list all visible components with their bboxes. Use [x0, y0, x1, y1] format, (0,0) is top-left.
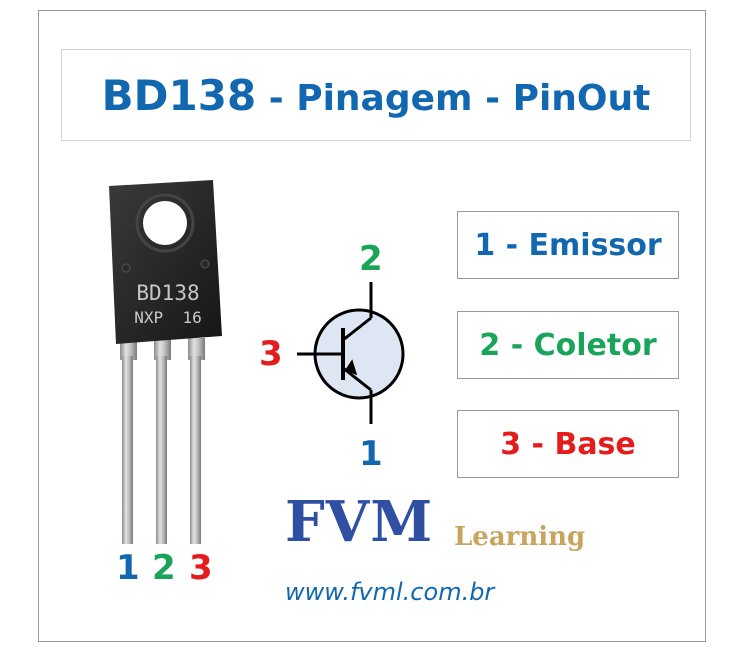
emitter-arrow: [344, 359, 358, 376]
transistor-symbol: [297, 282, 405, 424]
leg-2: [156, 356, 167, 544]
title-pinagem: Pinagem: [296, 77, 473, 119]
leg-1-shoulder: [120, 338, 137, 360]
leg-label-3: 3: [189, 548, 213, 588]
title-part-number: BD138: [101, 70, 257, 120]
leg-2-shoulder: [154, 338, 171, 360]
symbol-label-emitter: 1: [359, 434, 383, 474]
leg-label-2: 2: [152, 548, 176, 588]
symbol-label-base: 3: [259, 334, 283, 374]
website-url[interactable]: www.fvml.com.br: [285, 578, 495, 606]
collector-diagonal: [342, 316, 372, 342]
transistor-photo: BD138 NXP 16: [109, 180, 222, 544]
page-title: BD138 - Pinagem - PinOut: [102, 71, 651, 120]
brand-logo: FVM: [285, 489, 434, 555]
brand-tagline: Learning: [454, 522, 586, 552]
title-separator: -: [256, 77, 297, 119]
mounting-hole: [143, 201, 187, 245]
pin-legend-emitter-label: 1 - Emissor: [474, 227, 662, 263]
marking-part-number: BD138: [136, 281, 199, 305]
pin-legend-emitter: 1 - Emissor: [457, 211, 679, 279]
marking-manufacturer: NXP 16: [134, 308, 201, 327]
title-box: BD138 - Pinagem - PinOut: [61, 49, 691, 141]
leg-1: [122, 356, 133, 544]
emitter-diagonal: [342, 366, 372, 392]
leg-3: [190, 356, 201, 544]
symbol-label-collector: 2: [359, 239, 383, 279]
title-separator: -: [472, 77, 513, 119]
leg-3-shoulder: [188, 338, 205, 360]
outer-frame: [38, 10, 706, 642]
pin-legend-collector-label: 2 - Coletor: [479, 327, 657, 363]
leg-label-1: 1: [116, 548, 140, 588]
pin-legend-base-label: 3 - Base: [500, 426, 636, 462]
pin-legend-base: 3 - Base: [457, 410, 679, 478]
pin-legend-collector: 2 - Coletor: [457, 311, 679, 379]
title-pinout: PinOut: [512, 77, 651, 119]
